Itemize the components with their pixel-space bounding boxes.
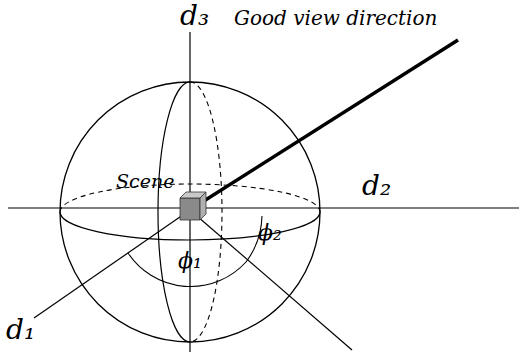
view-direction-label: Good view direction	[234, 8, 437, 28]
axis-label: d₂	[362, 172, 391, 200]
axis-label: d₃	[180, 2, 209, 30]
angle-label: ϕ₂	[258, 222, 282, 244]
axis-label: d₁	[6, 316, 35, 344]
scene-label: Scene	[116, 172, 174, 191]
angle-label: ϕ₁	[178, 250, 202, 272]
